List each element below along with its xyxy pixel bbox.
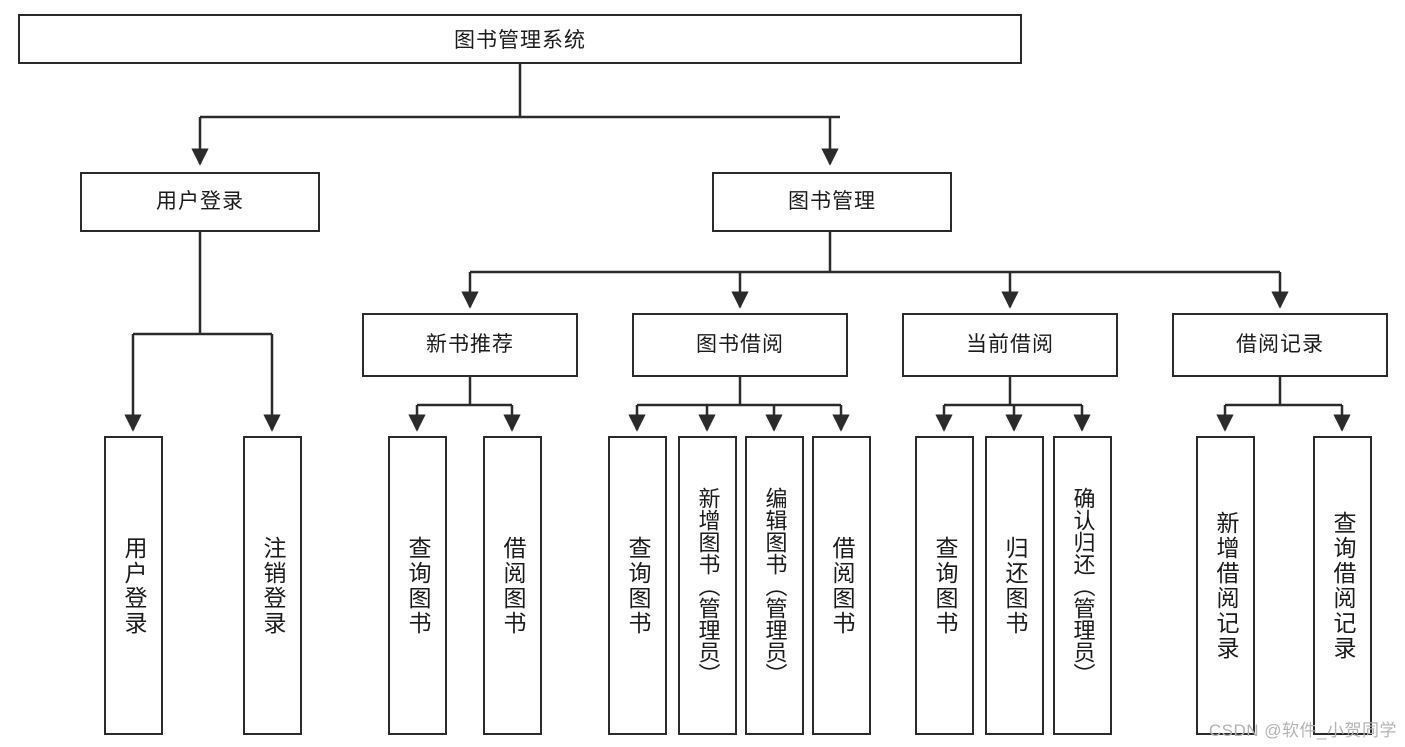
leaf-user-login-logout[interactable]: 注销登录 <box>243 436 302 735</box>
node-book-borrow[interactable]: 图书借阅 <box>632 313 848 377</box>
leaf-book-borrow-query[interactable]: 查询图书 <box>608 436 667 735</box>
node-user-login[interactable]: 用户登录 <box>80 172 320 232</box>
csdn-watermark: CSDN @软件_小贺同学 <box>1208 721 1397 740</box>
node-root-system[interactable]: 图书管理系统 <box>18 14 1022 64</box>
leaf-user-login-login[interactable]: 用户登录 <box>104 436 163 735</box>
leaf-book-borrow-edit[interactable]: 编辑图书（管理员） <box>745 436 804 735</box>
node-current-borrow[interactable]: 当前借阅 <box>902 313 1118 377</box>
leaf-current-borrow-return[interactable]: 归还图书 <box>985 436 1044 735</box>
leaf-new-book-query[interactable]: 查询图书 <box>388 436 447 735</box>
leaf-book-borrow-add[interactable]: 新增图书（管理员） <box>678 436 737 735</box>
leaf-new-book-borrow[interactable]: 借阅图书 <box>483 436 542 735</box>
leaf-current-borrow-query[interactable]: 查询图书 <box>915 436 974 735</box>
node-book-manage[interactable]: 图书管理 <box>712 172 952 232</box>
leaf-current-borrow-confirm-return[interactable]: 确认归还（管理员） <box>1053 436 1112 735</box>
leaf-borrow-record-query[interactable]: 查询借阅记录 <box>1313 436 1372 735</box>
leaf-book-borrow-borrow[interactable]: 借阅图书 <box>812 436 871 735</box>
node-new-book-recommend[interactable]: 新书推荐 <box>362 313 578 377</box>
node-borrow-record[interactable]: 借阅记录 <box>1172 313 1388 377</box>
leaf-borrow-record-add[interactable]: 新增借阅记录 <box>1196 436 1255 735</box>
